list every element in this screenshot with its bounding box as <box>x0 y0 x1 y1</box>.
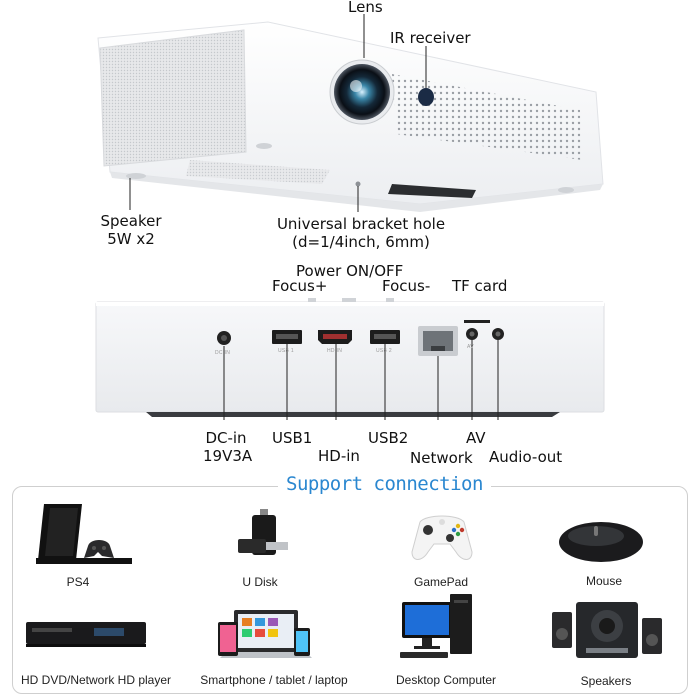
focus-minus-label: Focus- <box>382 277 431 295</box>
mouse-icon <box>559 522 643 562</box>
hd-in-label: HD-in <box>318 447 360 465</box>
device-label-mouse: Mouse <box>585 574 623 588</box>
port-print-av: AV <box>467 344 474 350</box>
usb-drive-icon <box>238 509 288 555</box>
device-label-speakers: Speakers <box>580 674 632 688</box>
port-print-usb2: USB 2 <box>376 348 392 354</box>
device-label-gamepad: GamePad <box>413 575 469 589</box>
device-label-smartphone-tablet-laptop: Smartphone / tablet / laptop <box>200 673 348 687</box>
device-label-desktop-computer: Desktop Computer <box>395 673 497 687</box>
gamepad-icon <box>411 515 473 560</box>
port-print-hd: HD IN <box>327 348 343 354</box>
usb2-label: USB2 <box>368 429 409 447</box>
bracket-hole-label: Universal bracket hole (d=1/4inch, 6mm) <box>276 215 446 251</box>
projector-back-illustration <box>95 298 605 420</box>
network-label: Network <box>410 449 473 467</box>
usb1-label: USB1 <box>272 429 313 447</box>
ps4-console-icon <box>36 504 132 564</box>
device-label-hd-dvd-player: HD DVD/Network HD player <box>20 673 172 687</box>
ir-receiver-label: IR receiver <box>390 29 471 47</box>
speakers-icon <box>552 602 662 658</box>
device-label-ps4: PS4 <box>66 575 90 589</box>
tf-card-label: TF card <box>452 277 508 295</box>
projector-front-illustration <box>97 14 604 212</box>
desktop-computer-icon <box>400 594 472 658</box>
lens-label: Lens <box>348 0 383 16</box>
port-print-usb1: USB 1 <box>278 348 294 354</box>
av-label: AV <box>466 429 486 447</box>
audio-out-label: Audio-out <box>489 448 563 466</box>
dc-in-label: DC-in 19V3A <box>203 429 253 465</box>
dvd-player-icon <box>26 622 146 647</box>
speaker-label: Speaker 5W x2 <box>100 212 162 248</box>
port-print-dc: DC IN <box>215 350 231 356</box>
laptop-tablet-phone-icon <box>218 610 312 658</box>
focus-plus-label: Focus+ <box>272 277 328 295</box>
power-label: Power ON/OFF <box>296 262 404 280</box>
support-connection-title: Support connection <box>278 473 491 495</box>
device-label-u-disk: U Disk <box>242 575 278 589</box>
